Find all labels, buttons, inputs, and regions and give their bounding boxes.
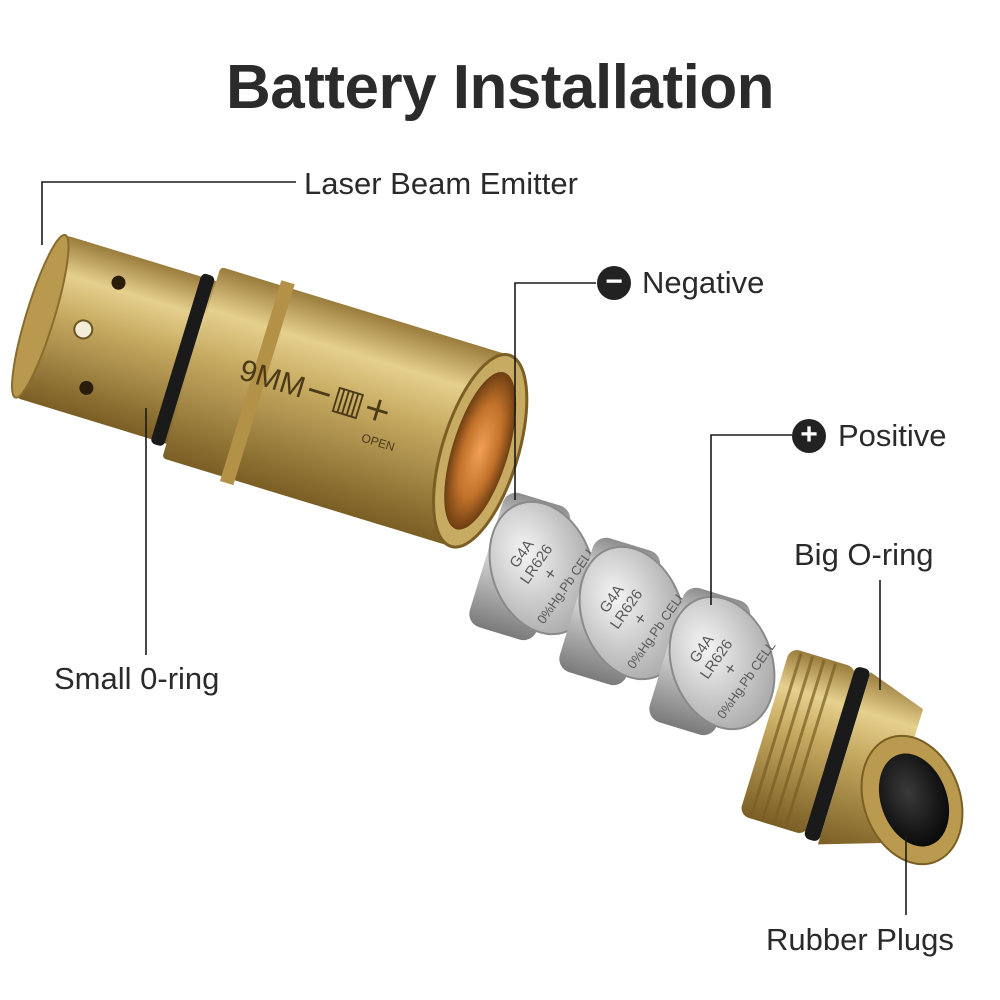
label-negative: Negative bbox=[642, 265, 765, 300]
label-big-o-ring: Big O-ring bbox=[794, 537, 934, 572]
vent-hole bbox=[111, 275, 126, 290]
vent-hole bbox=[73, 319, 94, 340]
label-small-o-ring: Small 0-ring bbox=[54, 661, 220, 696]
plus-icon: + bbox=[792, 419, 826, 453]
leader-lines bbox=[41, 181, 907, 915]
leader-negative bbox=[514, 282, 596, 500]
big-o-ring-shape bbox=[804, 667, 870, 841]
label-laser-beam-emitter: Laser Beam Emitter bbox=[304, 166, 578, 201]
leader-positive bbox=[710, 434, 792, 605]
vent-hole bbox=[79, 380, 94, 395]
label-rubber-plugs: Rubber Plugs bbox=[766, 922, 954, 957]
laser-body: 9MM −▥+ OPEN bbox=[11, 233, 529, 549]
small-o-ring-shape bbox=[151, 273, 215, 446]
label-positive: Positive bbox=[838, 418, 947, 453]
battery-3: G4A LR626 + 0%Hg.Pb CELL bbox=[649, 587, 778, 736]
rubber-plug-shape bbox=[878, 753, 950, 847]
end-cap bbox=[741, 650, 964, 866]
leader-laser-beam-emitter bbox=[41, 181, 296, 245]
battery-1: G4A LR626 + 0%Hg.Pb CELL bbox=[469, 492, 598, 641]
page-title: Battery Installation bbox=[225, 53, 775, 122]
battery-2: G4A LR626 + 0%Hg.Pb CELL bbox=[559, 537, 688, 686]
minus-icon: − bbox=[597, 266, 631, 300]
